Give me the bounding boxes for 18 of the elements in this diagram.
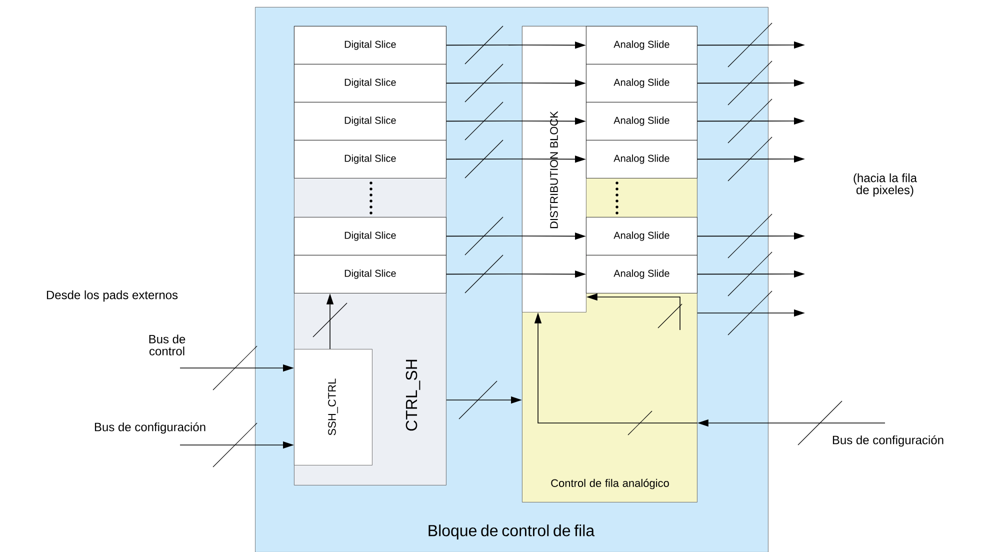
slice-box: Digital Slice: [294, 255, 446, 294]
note-text: (hacia la fila de pixeles): [854, 173, 917, 197]
slice-box: Analog Slide: [586, 140, 698, 178]
edge-label: Bus de control: [149, 334, 186, 356]
slice-box: Digital Slice: [294, 64, 446, 102]
slice-box: Analog Slide: [586, 26, 698, 64]
slice-box: Digital Slice: [294, 217, 446, 256]
slice-box: Digital Slice: [294, 140, 446, 178]
slice-box: Digital Slice: [294, 26, 446, 64]
edge-label: Bus de configuración: [832, 435, 944, 447]
slice-box: Analog Slide: [586, 64, 698, 102]
slice-box: Analog Slide: [586, 217, 698, 256]
edge-label: Bus de configuración: [94, 422, 206, 434]
slice-box: Analog Slide: [586, 102, 698, 140]
slice-box: Analog Slide: [586, 255, 698, 294]
slice-box: Digital Slice: [294, 102, 446, 140]
control-box: SSH_CTRL: [294, 349, 372, 466]
note-text: Desde los pads externos: [46, 290, 178, 302]
